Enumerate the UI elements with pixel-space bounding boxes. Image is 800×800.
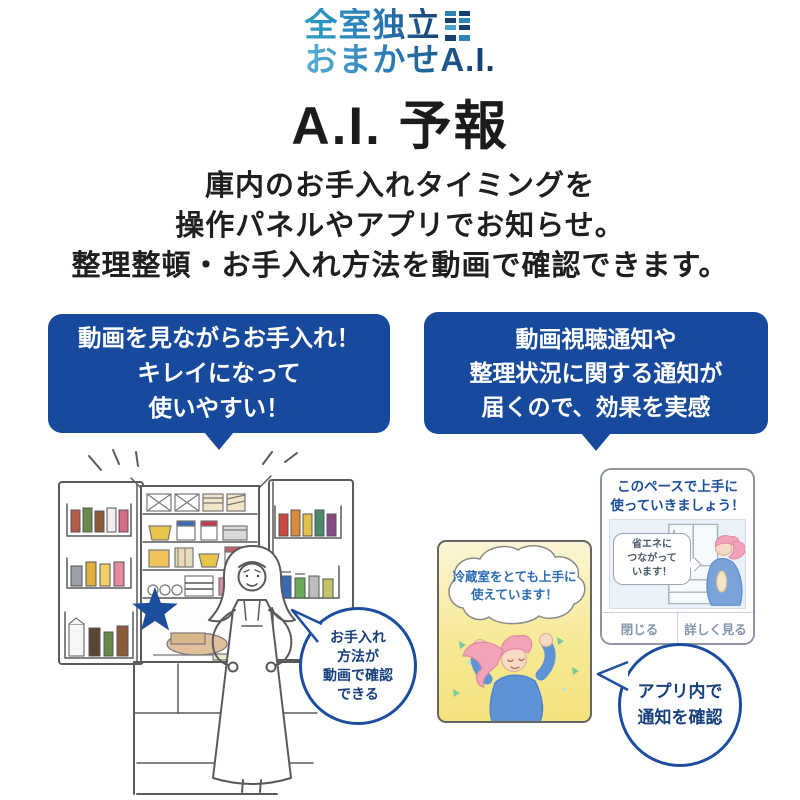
app-callout-bubble: アプリ内で 通知を確認	[618, 643, 742, 767]
brand-logo-line2: おまかせA.I.	[304, 40, 496, 78]
callout-cleaning: 動画を見ながらお手入れ！ キレイになって 使いやすい！	[48, 314, 390, 433]
cloud-bubble	[448, 545, 586, 625]
app-button-row: 閉じる 詳しく見る	[602, 612, 753, 643]
brand-logo-line1: 全室独立	[304, 6, 441, 43]
app-illustration: 省エネに つながって います！	[609, 519, 746, 609]
panel-message-card: 冷蔵室をとても上手に 使えています！	[437, 540, 592, 723]
star-icon	[132, 587, 178, 631]
double-exclamation-icon	[445, 11, 471, 41]
callout-notification: 動画視聴通知や 整理状況に関する通知が 届くので、効果を実感	[424, 312, 768, 434]
app-energy-bubble: 省エネに つながって います！	[613, 533, 691, 585]
detail-button[interactable]: 詳しく見る	[677, 613, 753, 643]
app-notification-screen: このペースで上手に 使っていきましょう！ 省エネに つながって	[600, 468, 755, 645]
feature-description: 庫内のお手入れタイミングを 操作パネルやアプリでお知らせ。 整理整頓・お手入れ方…	[71, 170, 729, 282]
brand-logo: 全室独立 おまかせA.I.	[0, 6, 800, 78]
fridge-bubble-tail	[290, 608, 323, 643]
app-bubble-tail	[596, 660, 629, 692]
app-message-title: このペースで上手に 使っていきましょう！	[610, 479, 745, 513]
panel-message-text: 冷蔵室をとても上手に 使えています！	[452, 570, 577, 602]
close-button[interactable]: 閉じる	[602, 613, 677, 643]
page-title: A.I. 予報	[291, 97, 509, 156]
fridge-illustration	[58, 449, 354, 795]
happy-woman-illustration	[453, 632, 579, 721]
